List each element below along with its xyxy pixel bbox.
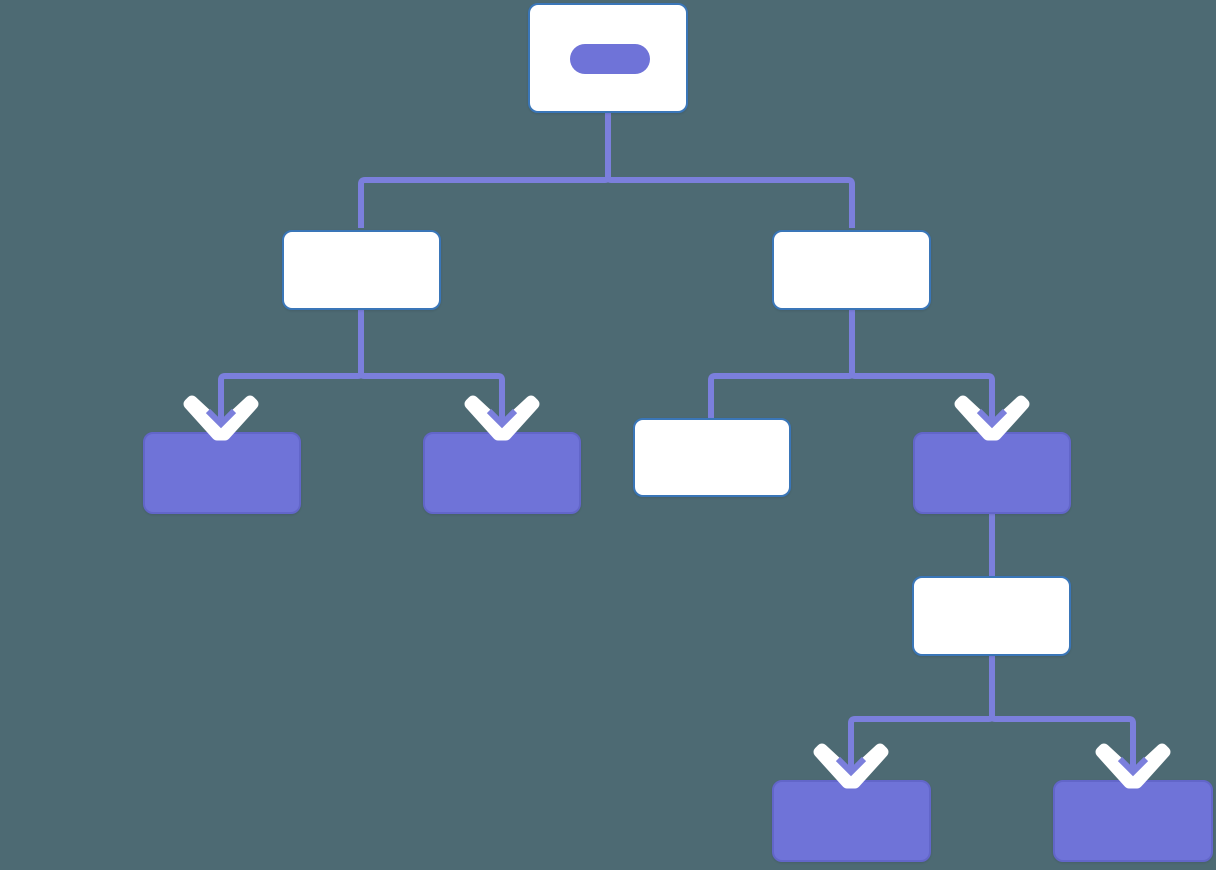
- level4-leaf-left[interactable]: [772, 780, 931, 862]
- edge-level1left-to-leaf-b: [358, 255, 505, 452]
- edge-root-to-level1-right: [605, 113, 855, 228]
- edge-level1right-to-branch: [849, 255, 995, 452]
- level1-left-node[interactable]: [282, 230, 441, 310]
- level1-right-node[interactable]: [772, 230, 931, 310]
- level2-leaf-a[interactable]: [143, 432, 301, 514]
- root-node[interactable]: [528, 3, 688, 113]
- level2-white-leaf[interactable]: [633, 418, 791, 497]
- level2-branch-node[interactable]: [913, 432, 1071, 514]
- level2-leaf-b[interactable]: [423, 432, 581, 514]
- edge-root-to-level1-left: [358, 113, 611, 228]
- level3-white-node[interactable]: [912, 576, 1071, 656]
- edge-paths-group: [218, 113, 1136, 800]
- level4-leaf-right[interactable]: [1053, 780, 1213, 862]
- edge-level3-to-leaf-right: [989, 640, 1136, 800]
- edge-level3-to-leaf-left: [848, 640, 995, 800]
- root-node-pill-badge: [570, 44, 650, 74]
